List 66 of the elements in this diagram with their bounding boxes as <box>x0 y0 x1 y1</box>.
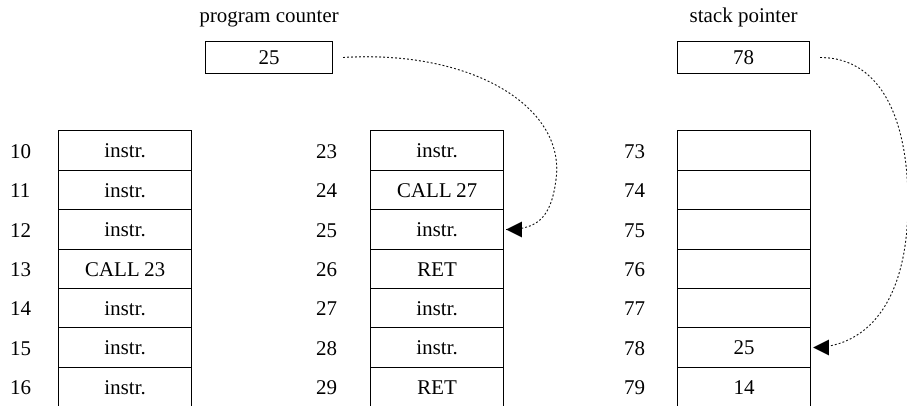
memory-address: 25 <box>316 220 337 240</box>
memory-address: 29 <box>316 377 337 398</box>
memory-address: 15 <box>10 338 31 358</box>
memory-slot <box>677 327 811 368</box>
memory-slot <box>677 170 811 210</box>
memory-slot <box>58 288 192 328</box>
memory-content: instr. <box>416 217 458 242</box>
memory-content: instr. <box>104 335 146 360</box>
memory-content: RET <box>417 256 457 282</box>
memory-address: 10 <box>10 140 31 162</box>
memory-content: instr. <box>416 296 458 320</box>
memory-address: 73 <box>624 140 645 162</box>
memory-slot <box>58 327 192 368</box>
memory-address: 78 <box>624 338 645 358</box>
memory-content: instr. <box>104 217 146 242</box>
memory-slot <box>677 367 811 406</box>
register-value: 78 <box>733 45 754 70</box>
memory-slot <box>58 170 192 210</box>
memory-content: 14 <box>734 374 754 400</box>
memory-slot <box>677 209 811 250</box>
memory-slot <box>370 209 504 250</box>
memory-slot <box>58 249 192 289</box>
memory-slot <box>370 367 504 406</box>
memory-slot <box>677 288 811 328</box>
pointer-arrow <box>812 57 907 354</box>
memory-address: 12 <box>10 220 31 240</box>
memory-content: instr. <box>104 178 146 202</box>
memory-content: instr. <box>416 335 458 360</box>
memory-slot <box>370 327 504 368</box>
register-box <box>205 41 333 74</box>
memory-address: 14 <box>10 298 31 319</box>
pointer-arrow <box>342 56 557 237</box>
memory-slot <box>370 170 504 210</box>
memory-content: CALL 27 <box>396 178 478 202</box>
memory-address: 79 <box>624 377 645 398</box>
memory-address: 23 <box>316 140 337 162</box>
memory-address: 11 <box>10 180 30 201</box>
memory-slot <box>370 249 504 289</box>
memory-content: RET <box>417 374 457 400</box>
memory-address: 13 <box>10 259 31 280</box>
register-label: program counter <box>199 5 339 26</box>
memory-address: 24 <box>316 180 337 201</box>
memory-content: instr. <box>416 138 458 163</box>
memory-slot <box>677 249 811 289</box>
memory-slot <box>370 288 504 328</box>
memory-address: 26 <box>316 259 337 280</box>
memory-slot <box>58 367 192 406</box>
memory-address: 16 <box>10 377 31 398</box>
memory-address: 76 <box>624 259 645 280</box>
memory-address: 75 <box>624 220 645 240</box>
memory-address: 27 <box>316 298 337 319</box>
register-box <box>677 41 810 74</box>
memory-content: instr. <box>104 138 146 163</box>
register-value: 25 <box>258 45 280 70</box>
memory-content: instr. <box>104 374 146 400</box>
memory-content: instr. <box>104 296 146 320</box>
memory-address: 74 <box>624 180 645 201</box>
memory-address: 77 <box>624 298 645 319</box>
memory-slot <box>677 130 811 171</box>
register-label: stack pointer <box>690 5 798 26</box>
memory-slot <box>370 130 504 171</box>
memory-content: 25 <box>734 335 754 360</box>
memory-address: 28 <box>316 338 337 358</box>
memory-slot <box>58 209 192 250</box>
memory-slot <box>58 130 192 171</box>
memory-content: CALL 23 <box>84 256 166 282</box>
